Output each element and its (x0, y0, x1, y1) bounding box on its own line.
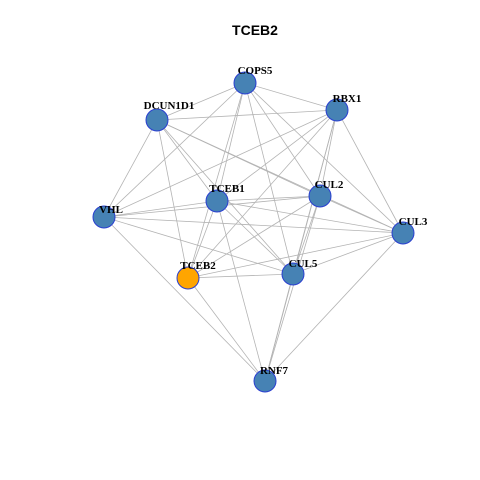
node-label-tceb2: TCEB2 (180, 260, 216, 272)
edge-vhl-cul3 (103, 216, 404, 234)
edge-cops5-rbx1 (244, 82, 338, 111)
node-cul3[interactable] (391, 221, 415, 245)
edge-tceb1-rnf7 (216, 200, 266, 382)
edge-cul2-cul3 (319, 195, 404, 234)
node-label-dcun1d1: DCUN1D1 (144, 100, 195, 112)
edge-rbx1-vhl (103, 109, 338, 218)
edge-cul2-cul5 (292, 195, 321, 275)
edge-tceb1-cul2 (216, 195, 321, 202)
edge-cul3-cul5 (292, 232, 404, 275)
edge-cul2-tceb2 (187, 195, 321, 279)
edge-tceb2-cul5 (187, 273, 294, 279)
node-label-cops5: COPS5 (238, 65, 273, 77)
edge-cops5-vhl (103, 82, 246, 218)
node-vhl[interactable] (92, 205, 116, 229)
edge-cops5-tceb1 (216, 82, 246, 202)
edge-cul5-rnf7 (264, 273, 294, 382)
edge-dcun1d1-tceb2 (156, 119, 189, 279)
node-tceb2[interactable] (176, 266, 200, 290)
edge-cul2-rnf7 (264, 195, 321, 382)
edge-tceb1-tceb2 (187, 200, 218, 279)
edge-rbx1-tceb1 (216, 109, 338, 202)
edge-cops5-cul2 (244, 82, 321, 197)
edge-cul3-rnf7 (264, 232, 404, 382)
node-tceb1[interactable] (205, 189, 229, 213)
node-label-cul5: CUL5 (289, 258, 318, 270)
edge-vhl-rnf7 (103, 216, 266, 382)
node-cops5[interactable] (233, 71, 257, 95)
edge-cul3-tceb2 (187, 232, 404, 279)
node-label-tceb1: TCEB1 (209, 183, 244, 195)
graph-title: TCEB2 (232, 22, 278, 38)
edge-rbx1-dcun1d1 (156, 109, 338, 121)
node-layer (92, 71, 415, 393)
edge-tceb1-cul5 (216, 200, 294, 275)
node-rbx1[interactable] (325, 98, 349, 122)
node-label-cul2: CUL2 (315, 179, 344, 191)
edge-vhl-cul5 (103, 216, 294, 275)
node-cul5[interactable] (281, 262, 305, 286)
edge-dcun1d1-vhl (103, 119, 158, 218)
node-rnf7[interactable] (253, 369, 277, 393)
node-label-cul3: CUL3 (399, 216, 428, 228)
edge-cops5-cul5 (244, 82, 294, 275)
edge-tceb2-rnf7 (187, 277, 266, 382)
edge-dcun1d1-cul3 (156, 119, 404, 234)
node-label-vhl: VHL (99, 204, 123, 216)
edge-rbx1-cul3 (336, 109, 404, 234)
node-label-rbx1: RBX1 (333, 93, 362, 105)
edge-tceb1-cul3 (216, 200, 404, 234)
edge-tceb1-vhl (103, 200, 218, 218)
edge-rbx1-cul2 (319, 109, 338, 197)
edge-dcun1d1-tceb1 (156, 119, 218, 202)
edge-cops5-dcun1d1 (156, 82, 246, 121)
edge-cops5-tceb2 (187, 82, 246, 279)
node-dcun1d1[interactable] (145, 108, 169, 132)
node-label-rnf7: RNF7 (260, 365, 289, 377)
node-cul2[interactable] (308, 184, 332, 208)
edge-layer (103, 82, 404, 382)
